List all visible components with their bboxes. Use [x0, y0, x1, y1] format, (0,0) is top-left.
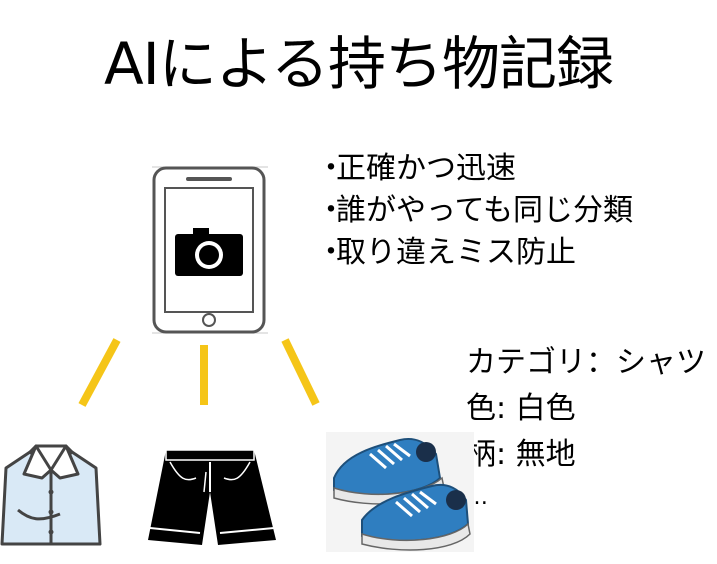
camera-icon: [175, 228, 243, 276]
bullet-text: 取り違えミス防止: [336, 235, 576, 270]
bullet-text: 正確かつ迅速: [336, 151, 516, 186]
attribute-category: カテゴリ：シャツ: [466, 345, 706, 380]
bullet-item: ・取り違えミス防止: [316, 232, 633, 274]
connector-lines: [78, 338, 320, 407]
bullet-item: ・誰がやっても同じ分類: [316, 190, 633, 232]
bullet-item: ・正確かつ迅速: [316, 148, 633, 190]
shorts-icon: [148, 449, 276, 545]
attribute-pattern: 柄: 無地: [466, 437, 576, 472]
attribute-color: 色: 白色: [466, 391, 576, 426]
shirt-icon: [0, 444, 102, 546]
smartphone-camera-icon: [152, 166, 268, 334]
feature-bullet-list: ・正確かつ迅速 ・誰がやっても同じ分類 ・取り違えミス防止: [316, 148, 633, 274]
slide-title: AIによる持ち物記録: [103, 30, 614, 98]
sneakers-icon: [326, 432, 474, 552]
bullet-text: 誰がやっても同じ分類: [336, 193, 633, 228]
